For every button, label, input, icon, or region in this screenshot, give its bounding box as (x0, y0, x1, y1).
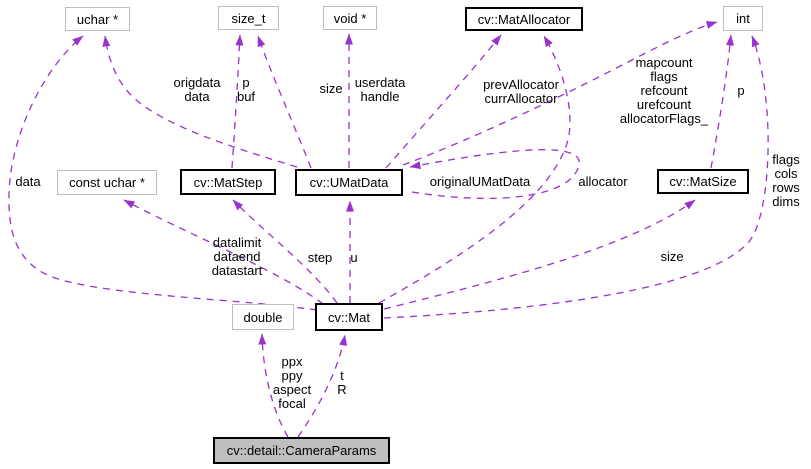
node-cv-matsize[interactable]: cv::MatSize (657, 169, 749, 194)
edge-umatdata-to-matallocator-prev (385, 34, 502, 169)
node-int: int (723, 6, 763, 31)
edge-umatdata-to-sizet-size (257, 35, 312, 169)
edge-umatdata-self-originalumatdata (409, 149, 580, 200)
edge-label-p-matsize: p (737, 83, 745, 98)
node-size-t: size_t (218, 6, 279, 30)
edge-label-camera-double-members: ppx ppy aspect focal (272, 354, 312, 411)
edge-label-size-mat: size (660, 249, 684, 264)
edge-cameraparams-to-double (258, 333, 289, 438)
edge-label-step: step (307, 250, 333, 265)
edge-label-origdata-data: origdata data (173, 75, 221, 104)
edge-label-mat-int-members: flags cols rows dims (772, 152, 800, 209)
edge-label-umatdata-int-members: mapcount flags refcount urefcount alloca… (619, 55, 709, 126)
node-double: double (232, 304, 294, 330)
edge-mat-to-matsize-size (383, 199, 696, 310)
node-cv-umatdata[interactable]: cv::UMatData (295, 169, 403, 196)
edge-label-p-buf: p buf (236, 75, 256, 104)
edge-label-camera-mat-members: t R (337, 368, 347, 397)
edge-matstep-to-sizet-p-buf (231, 34, 244, 169)
edge-label-allocator: allocator (578, 174, 628, 189)
node-cv-mat[interactable]: cv::Mat (315, 303, 383, 331)
node-uchar-ptr: uchar * (65, 7, 130, 31)
node-void-ptr: void * (323, 6, 377, 30)
edge-umatdata-to-uchar-origdata (102, 35, 298, 168)
edge-label-original-umatdata: originalUMatData (429, 174, 531, 189)
edge-label-mat-data-pointers: datalimit dataend datastart (211, 235, 263, 278)
edge-mat-to-uchar-data (8, 35, 318, 311)
edge-label-prev-curr-allocator: prevAllocator currAllocator (483, 77, 559, 106)
node-cv-matallocator[interactable]: cv::MatAllocator (465, 7, 583, 31)
edge-cameraparams-to-mat (297, 334, 347, 438)
node-cv-matstep[interactable]: cv::MatStep (180, 169, 276, 195)
edge-label-size-umatdata: size (319, 81, 343, 96)
edge-label-data: data (15, 174, 41, 189)
edge-mat-to-matstep-step (232, 199, 338, 304)
edge-mat-to-const-uchar-datalimit (123, 199, 324, 305)
edge-label-userdata-handle: userdata handle (354, 75, 406, 104)
edge-matsize-to-int-p (710, 34, 734, 169)
node-const-uchar-ptr: const uchar * (57, 170, 157, 195)
node-cv-detail-cameraparams: cv::detail::CameraParams (213, 437, 390, 464)
edge-label-u: u (350, 250, 358, 265)
